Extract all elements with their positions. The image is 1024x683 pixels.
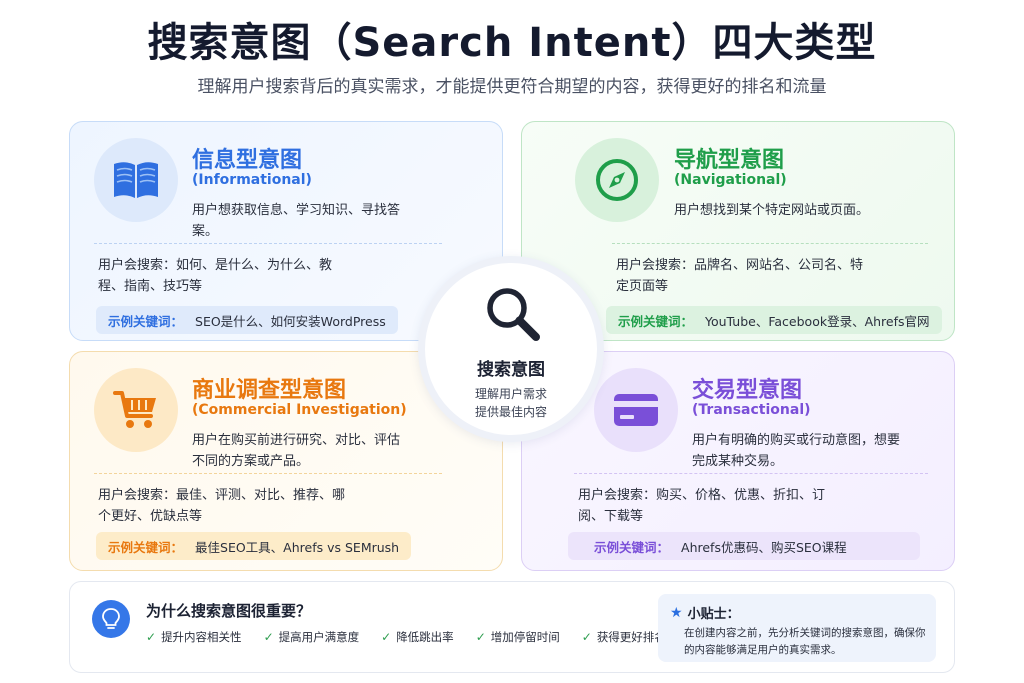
compass-icon-circle <box>575 138 659 222</box>
card-navigational: 导航型意图 (Navigational) 用户想找到某个特定网站或页面。 用户会… <box>521 121 955 341</box>
keyword-label: 示例关键词： <box>618 313 694 329</box>
keyword-value: SEO是什么、如何安装WordPress <box>195 313 386 329</box>
lightbulb-icon-circle <box>92 600 130 638</box>
center-subtitle: 理解用户需求 提供最佳内容 <box>425 385 597 421</box>
benefit-item: ✓获得更好排名 <box>581 630 666 644</box>
check-icon: ✓ <box>581 630 592 644</box>
check-icon: ✓ <box>381 630 392 644</box>
tips-title: ★ 小贴士： <box>670 604 740 623</box>
tips-box: ★ 小贴士： 在创建内容之前，先分析关键词的搜索意图，确保你的内容能够满足用户的… <box>658 594 936 662</box>
card-search-terms: 用户会搜索：如何、是什么、为什么、教程、指南、技巧等 <box>98 258 333 294</box>
card-english: (Commercial Investigation) <box>192 402 407 418</box>
keyword-label: 示例关键词： <box>594 539 670 555</box>
page-subtitle: 理解用户搜索背后的真实需求，才能提供更符合期望的内容，获得更好的排名和流量 <box>197 77 827 97</box>
card-informational: 信息型意图 (Informational) 用户想获取信息、学习知识、寻找答案。… <box>69 121 503 341</box>
center-title: 搜索意图 <box>477 360 545 380</box>
credit-card-icon-circle <box>594 368 678 452</box>
lightbulb-icon <box>102 608 120 629</box>
cart-icon-circle <box>94 368 178 452</box>
card-title: 交易型意图 <box>692 378 803 403</box>
benefit-item: ✓增加停留时间 <box>475 630 560 644</box>
center-line: 提供最佳内容 <box>474 405 547 419</box>
card-english: (Navigational) <box>674 172 787 188</box>
benefit-item: ✓提升内容相关性 <box>146 630 242 644</box>
search-icon <box>487 288 540 341</box>
keyword-example: 示例关键词： 最佳SEO工具、Ahrefs vs SEMrush <box>96 532 412 560</box>
tips-text: 在创建内容之前，先分析关键词的搜索意图，确保你的内容能够满足用户的真实需求。 <box>684 627 926 656</box>
card-search-terms: 用户会搜索：最佳、评测、对比、推荐、哪个更好、优缺点等 <box>98 488 346 524</box>
divider <box>574 473 928 474</box>
divider <box>612 243 928 244</box>
card-title: 商业调查型意图 <box>192 378 347 403</box>
card-description: 用户想找到某个特定网站或页面。 <box>674 203 870 218</box>
keyword-label: 示例关键词： <box>108 539 184 555</box>
card-title: 信息型意图 <box>192 148 303 173</box>
star-icon: ★ <box>670 604 683 621</box>
keyword-value: 最佳SEO工具、Ahrefs vs SEMrush <box>195 539 400 555</box>
keyword-value: Ahrefs优惠码、购买SEO课程 <box>681 539 847 555</box>
benefit-item: ✓提高用户满意度 <box>263 630 360 644</box>
keyword-value: YouTube、Facebook登录、Ahrefs官网 <box>705 313 930 329</box>
card-description: 用户有明确的购买或行动意图，想要完成某种交易。 <box>692 433 901 469</box>
card-english: (Informational) <box>192 172 312 188</box>
keyword-example: 示例关键词： Ahrefs优惠码、购买SEO课程 <box>568 532 920 560</box>
credit-card-icon <box>614 394 658 426</box>
card-english: (Transactional) <box>692 402 811 418</box>
card-description: 用户想获取信息、学习知识、寻找答案。 <box>192 203 401 239</box>
benefits-list: ✓提升内容相关性 ✓提高用户满意度 ✓降低跳出率 ✓增加停留时间 ✓获得更好排名 <box>146 629 666 645</box>
check-icon: ✓ <box>263 630 274 644</box>
benefit-item: ✓降低跳出率 <box>381 630 454 644</box>
keyword-example: 示例关键词： SEO是什么、如何安装WordPress <box>96 306 398 334</box>
divider <box>94 473 442 474</box>
keyword-example: 示例关键词： YouTube、Facebook登录、Ahrefs官网 <box>606 306 942 334</box>
page-title: 搜索意图（Search Intent）四大类型 <box>147 20 877 66</box>
check-icon: ✓ <box>146 630 157 644</box>
card-search-terms: 用户会搜索：品牌名、网站名、公司名、特定页面等 <box>616 258 864 294</box>
compass-icon <box>596 159 638 201</box>
book-icon <box>114 162 158 198</box>
book-icon-circle <box>94 138 178 222</box>
card-search-terms: 用户会搜索：购买、价格、优惠、折扣、订阅、下载等 <box>578 488 826 524</box>
cart-icon <box>113 391 156 428</box>
card-description: 用户在购买前进行研究、对比、评估不同的方案或产品。 <box>192 433 401 469</box>
center-line: 理解用户需求 <box>474 387 547 401</box>
keyword-label: 示例关键词： <box>108 313 184 329</box>
importance-question: 为什么搜索意图很重要？ <box>146 602 312 620</box>
card-title: 导航型意图 <box>674 148 785 173</box>
check-icon: ✓ <box>475 630 486 644</box>
importance-panel: 为什么搜索意图很重要？ ✓提升内容相关性 ✓提高用户满意度 ✓降低跳出率 ✓增加… <box>69 581 955 673</box>
center-hub: 搜索意图 理解用户需求 提供最佳内容 <box>418 256 604 442</box>
divider <box>94 243 442 244</box>
